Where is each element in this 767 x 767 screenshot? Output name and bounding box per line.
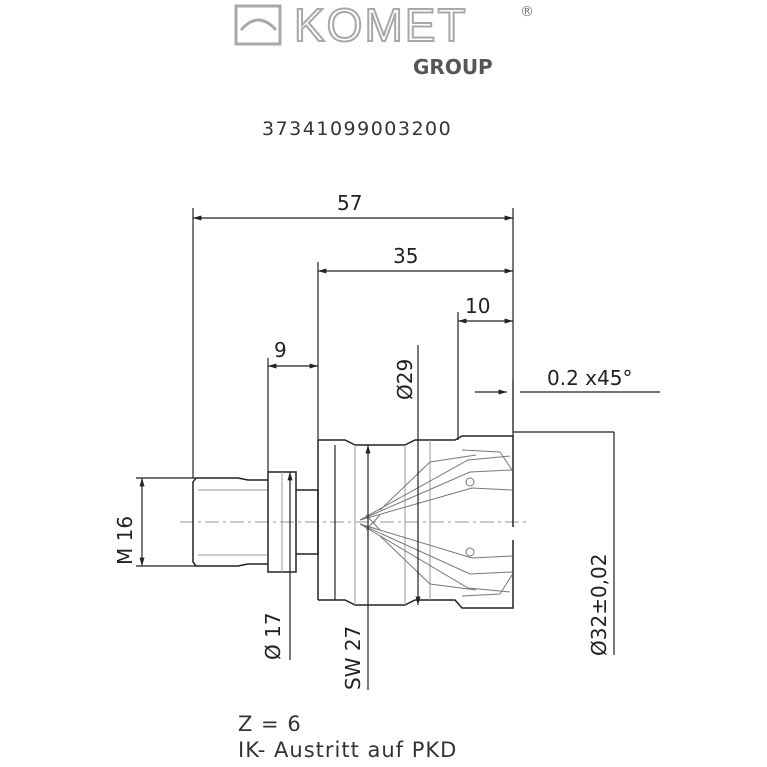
dim-9 xyxy=(267,358,318,472)
cutting-teeth xyxy=(359,449,513,597)
dim-thread: M 16 xyxy=(113,516,137,565)
part-number: 37341099003200 xyxy=(262,118,453,140)
note-teeth: Z = 6 xyxy=(238,712,302,736)
komet-logo: KOMET ® GROUP xyxy=(234,0,534,79)
logo-emblem-arc xyxy=(239,18,278,32)
tool-outline xyxy=(192,435,514,609)
group-text: GROUP xyxy=(413,55,493,79)
dim-overall-length: 57 xyxy=(337,191,362,215)
dim-chamfer-label: 0.2 x45° xyxy=(547,366,632,390)
dim-body-diameter: Ø29 xyxy=(393,359,417,400)
hex-body xyxy=(317,435,514,609)
dim-cutting-diameter: Ø32±0,02 xyxy=(587,554,611,656)
dim-35 xyxy=(317,262,513,440)
dim-wrench-size: SW 27 xyxy=(341,626,365,690)
brand-text: KOMET xyxy=(294,0,468,51)
registered-mark: ® xyxy=(520,4,534,20)
dim-32 xyxy=(513,431,615,655)
dim-flange-length: 9 xyxy=(274,338,287,362)
dim-collar-diameter: Ø 17 xyxy=(261,612,285,660)
thread-shank xyxy=(192,477,268,567)
note-coolant: IK- Austritt auf PKD xyxy=(238,738,458,762)
dim-chamfer-length: 10 xyxy=(465,294,490,318)
logo-emblem-box xyxy=(234,4,282,46)
dim-body-length: 35 xyxy=(393,244,418,268)
dim-sw27 xyxy=(334,445,371,690)
dim-57 xyxy=(192,208,514,478)
dim-m16 xyxy=(136,477,196,567)
dim-chamfer xyxy=(475,380,660,430)
dim-10 xyxy=(457,312,513,440)
